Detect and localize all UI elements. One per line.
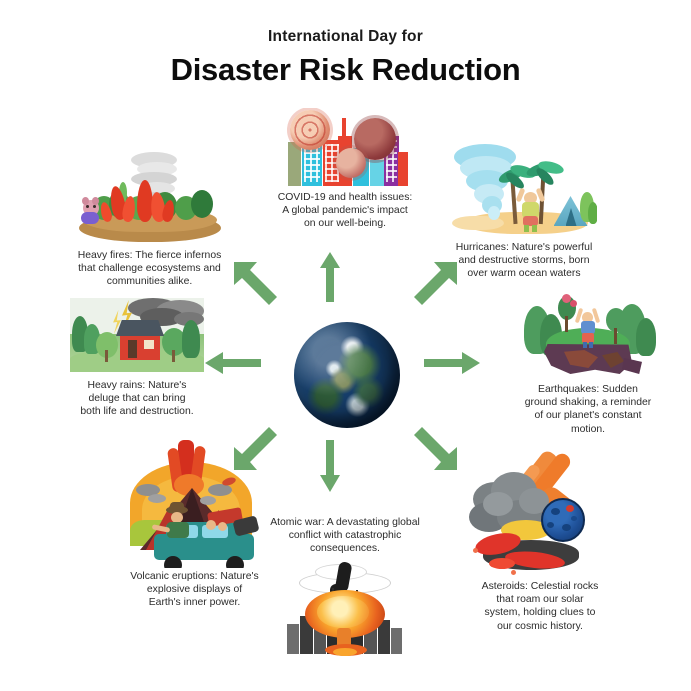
arrow-up-left: [234, 262, 280, 308]
page-title: International Day for Disaster Risk Redu…: [0, 28, 691, 88]
node-hurricanes: Hurricanes: Nature's powerful and destru…: [424, 142, 624, 281]
earth-globe: [294, 322, 400, 428]
caption-atomic-war: Atomic war: A devastating global conflic…: [270, 517, 420, 555]
node-covid: COVID-19 and health issues: A global pan…: [265, 108, 425, 231]
arrow-right: [424, 352, 480, 374]
title-subline: International Day for: [268, 28, 423, 45]
caption-hurricanes: Hurricanes: Nature's powerful and destru…: [455, 242, 593, 280]
rain-house-icon: [70, 298, 204, 372]
arrow-up: [320, 252, 340, 302]
node-atomic-war: Atomic war: A devastating global conflic…: [252, 516, 438, 658]
caption-earthquakes: Earthquakes: Sudden ground shaking, a re…: [524, 384, 652, 435]
volcano-icon: [112, 440, 277, 568]
hurricane-icon: [451, 142, 597, 237]
arrow-up-right: [411, 262, 457, 308]
node-volcanic-eruptions: Volcanic eruptions: Nature's explosive d…: [92, 440, 297, 610]
node-asteroids: Asteroids: Celestial rocks that roam our…: [440, 448, 640, 633]
arrow-left: [205, 352, 261, 374]
earth-icon: [294, 322, 400, 428]
caption-heavy-fires: Heavy fires: The fierce infernos that ch…: [77, 250, 222, 288]
caption-heavy-rains: Heavy rains: Nature's deluge that can br…: [80, 380, 194, 418]
arrow-down-left: [234, 424, 280, 470]
nuclear-explosion-icon: [281, 561, 409, 658]
caption-volcanic-eruptions: Volcanic eruptions: Nature's explosive d…: [130, 571, 259, 609]
node-earthquakes: Earthquakes: Sudden ground shaking, a re…: [492, 292, 684, 436]
virus-city-icon: [280, 108, 410, 186]
earthquake-icon: [518, 292, 658, 377]
arrow-down-right: [411, 424, 457, 470]
caption-asteroids: Asteroids: Celestial rocks that roam our…: [481, 581, 599, 632]
node-heavy-rains: Heavy rains: Nature's deluge that can br…: [42, 298, 232, 419]
caption-covid: COVID-19 and health issues: A global pan…: [277, 192, 413, 230]
asteroid-icon: [465, 448, 615, 576]
arrow-down: [320, 440, 340, 492]
wildfire-icon: [75, 152, 225, 244]
title-mainline: Disaster Risk Reduction: [170, 52, 521, 87]
node-heavy-fires: Heavy fires: The fierce infernos that ch…: [42, 152, 257, 289]
